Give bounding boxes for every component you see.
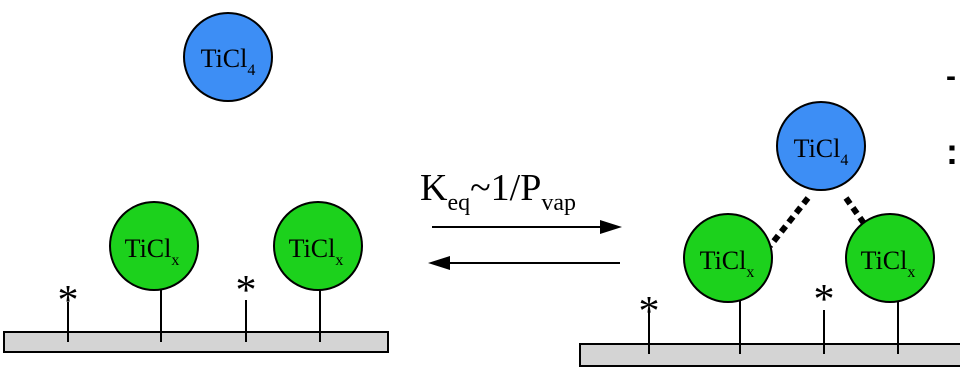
reverse-arrow (428, 256, 620, 270)
left-active-site-1-marker: * (58, 278, 79, 324)
forward-arrow (432, 220, 622, 234)
right-active-site-1-marker: * (639, 289, 660, 335)
right-adsorbed-molecule-1-circle (683, 213, 773, 303)
right-gas-molecule-label: TiCl4 (794, 134, 849, 169)
right-dotted-bond-left (767, 196, 811, 248)
left-substrate (3, 331, 389, 353)
left-adsorbed-molecule-2-circle (273, 201, 363, 291)
equilibrium-constant-label: Keq~1/Pvap (420, 167, 576, 216)
left-active-site-2: * (236, 268, 257, 342)
right-gas-molecule-circle (776, 101, 866, 191)
left-active-site-2-marker: * (236, 268, 257, 314)
left-adsorbed-molecule-2: TiClx (273, 201, 363, 342)
equilibrium: Keq~1/Pvap (420, 167, 622, 270)
right-scene: TiCl4 TiClx TiClx * * (579, 101, 960, 367)
left-adsorbed-molecule-2-label: TiClx (289, 234, 344, 269)
left-active-site-1: * (58, 278, 79, 342)
right-adsorbed-molecule-2-label: TiClx (861, 246, 916, 281)
right-adsorbed-molecule-1-label: TiClx (700, 246, 755, 281)
edge-mark-dash: - (946, 60, 956, 93)
right-active-site-2: * (814, 277, 835, 354)
left-adsorbed-molecule-1-label: TiClx (125, 234, 180, 269)
left-adsorbed-molecule-1-circle (109, 201, 199, 291)
edge-mark-colon: : (946, 131, 958, 172)
left-gas-molecule-circle (183, 12, 273, 102)
left-gas-molecule-label: TiCl4 (201, 44, 256, 79)
left-gas-molecule: TiCl4 (183, 12, 273, 102)
left-adsorbed-molecule-1: TiClx (109, 201, 199, 342)
right-gas-molecule: TiCl4 (776, 101, 866, 191)
right-adsorbed-molecule-2: TiClx (845, 213, 935, 354)
left-scene: TiCl4 TiClx TiClx * * (3, 12, 389, 353)
right-adsorbed-molecule-2-circle (845, 213, 935, 303)
right-substrate (579, 343, 960, 367)
right-adsorbed-molecule-1: TiClx (683, 213, 773, 354)
right-active-site-1: * (639, 289, 660, 354)
right-active-site-2-marker: * (814, 277, 835, 323)
